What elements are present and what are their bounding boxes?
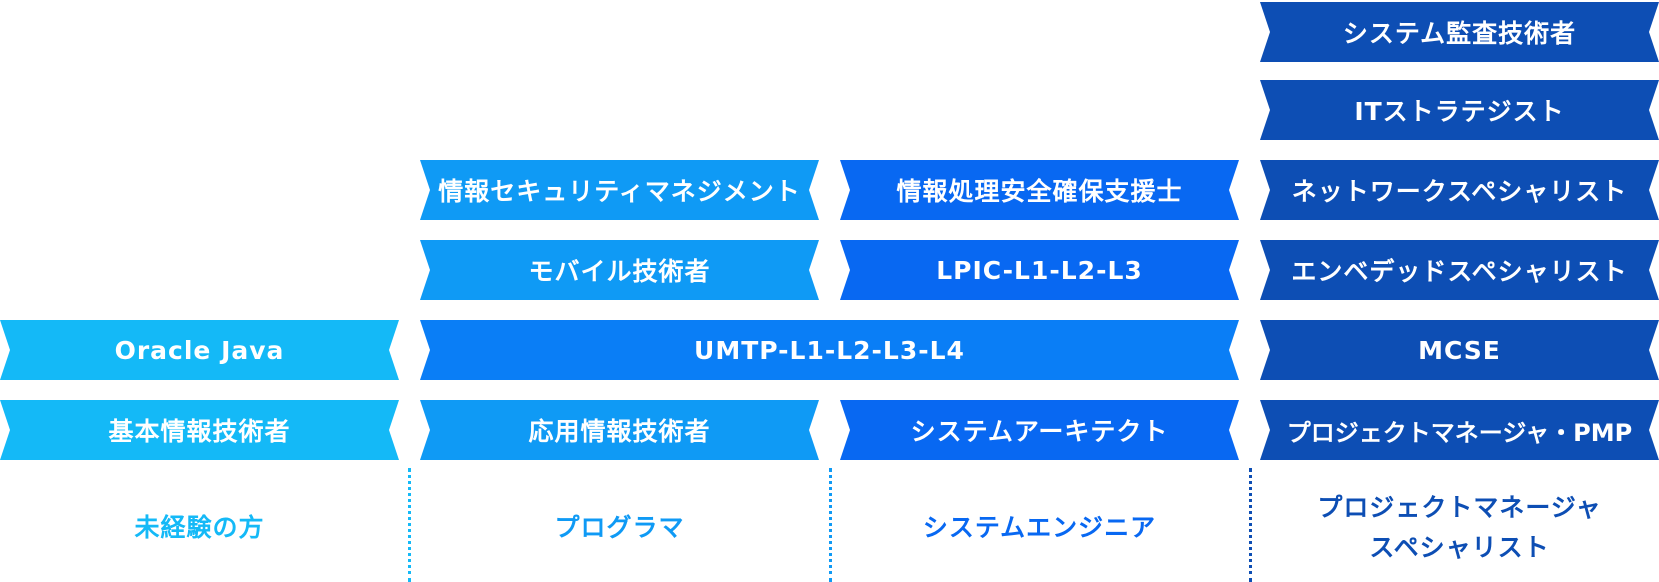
column-divider	[1249, 468, 1252, 582]
cert-fundamental-it: 基本情報技術者	[0, 400, 399, 460]
column-label-line: システムエンジニア	[922, 513, 1157, 542]
column-label-line: 未経験の方	[134, 513, 265, 542]
cert-embedded-specialist: エンベデッドスペシャリスト	[1260, 240, 1659, 300]
column-divider	[829, 468, 832, 582]
column-label-pm-specialist: プロジェクトマネージャ スペシャリスト	[1260, 488, 1659, 568]
cert-mcse: MCSE	[1260, 320, 1659, 380]
cert-applied-it: 応用情報技術者	[420, 400, 819, 460]
column-label-line: プログラマ	[554, 513, 685, 542]
cert-network-specialist: ネットワークスペシャリスト	[1260, 160, 1659, 220]
cert-umtp: UMTP-L1-L2-L3-L4	[420, 320, 1239, 380]
cert-info-security-management: 情報セキュリティマネジメント	[420, 160, 819, 220]
column-label-line: スペシャリスト	[1369, 533, 1550, 562]
column-label-line: プロジェクトマネージャ	[1317, 493, 1602, 522]
column-label-beginner: 未経験の方	[0, 488, 399, 568]
column-label-system-engineer: システムエンジニア	[840, 488, 1239, 568]
cert-registered-security-specialist: 情報処理安全確保支援士	[840, 160, 1239, 220]
cert-it-strategist: ITストラテジスト	[1260, 80, 1659, 140]
cert-lpic: LPIC-L1-L2-L3	[840, 240, 1239, 300]
cert-oracle-java: Oracle Java	[0, 320, 399, 380]
cert-project-manager-pmp: プロジェクトマネージャ・PMP	[1260, 400, 1659, 460]
cert-systems-auditor: システム監査技術者	[1260, 2, 1659, 62]
cert-mobile-engineer: モバイル技術者	[420, 240, 819, 300]
column-label-programmer: プログラマ	[420, 488, 819, 568]
cert-systems-architect: システムアーキテクト	[840, 400, 1239, 460]
column-divider	[408, 468, 411, 582]
